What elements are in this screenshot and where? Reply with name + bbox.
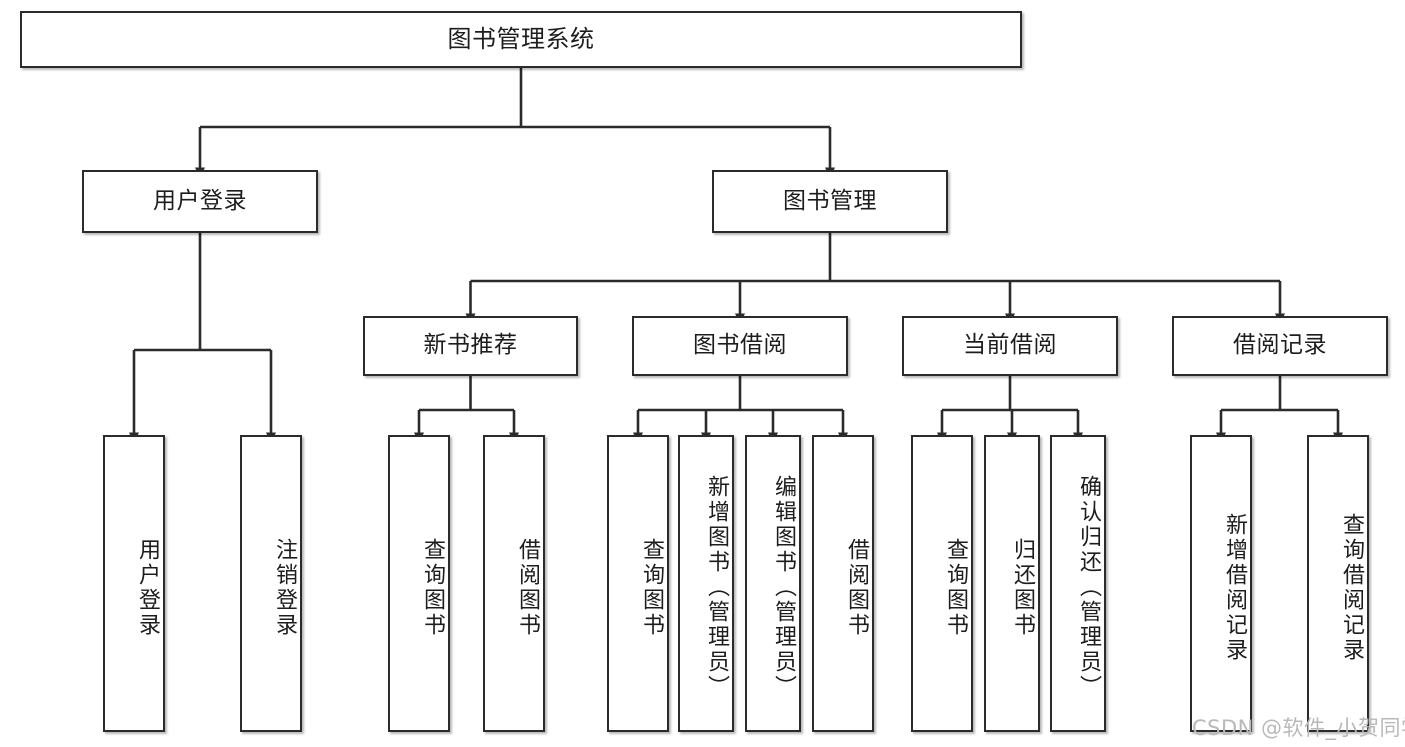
node-leaf-query-record[interactable]: 查询借阅记录 <box>1307 435 1369 732</box>
node-user-login[interactable]: 用户登录 <box>82 170 318 233</box>
node-label: 新书推荐 <box>423 332 518 359</box>
node-book-manage[interactable]: 图书管理 <box>712 170 948 233</box>
node-leaf-return-book[interactable]: 归还图书 <box>984 435 1040 732</box>
node-label: 查询借阅记录 <box>1339 512 1364 663</box>
node-label: 新增借阅记录 <box>1222 512 1247 663</box>
node-leaf-confirm-return[interactable]: 确认归还（管理员） <box>1050 435 1106 732</box>
node-label: 查询图书 <box>639 537 664 638</box>
node-new-book-recommend[interactable]: 新书推荐 <box>363 316 578 376</box>
node-label: 编辑图书（管理员） <box>771 475 796 700</box>
node-leaf-borrow-book-2[interactable]: 借阅图书 <box>812 435 874 732</box>
node-root[interactable]: 图书管理系统 <box>20 11 1022 68</box>
node-label: 归还图书 <box>1010 537 1035 638</box>
node-label: 新增图书（管理员） <box>704 475 729 700</box>
node-label: 用户登录 <box>153 187 247 214</box>
node-label: 借阅图书 <box>844 537 869 638</box>
node-leaf-query-book-2[interactable]: 查询图书 <box>607 435 669 732</box>
node-leaf-borrow-book-1[interactable]: 借阅图书 <box>483 435 545 732</box>
node-label: 当前借阅 <box>963 332 1057 359</box>
node-leaf-user-login[interactable]: 用户登录 <box>103 435 165 732</box>
node-label: 借阅图书 <box>515 537 540 638</box>
node-current-borrow[interactable]: 当前借阅 <box>902 316 1118 376</box>
node-borrow-record[interactable]: 借阅记录 <box>1172 316 1388 376</box>
node-label: 查询图书 <box>420 537 445 638</box>
node-label: 确认归还（管理员） <box>1076 475 1101 700</box>
node-label: 图书借阅 <box>693 332 787 359</box>
node-leaf-query-book-1[interactable]: 查询图书 <box>388 435 450 732</box>
node-leaf-add-book[interactable]: 新增图书（管理员） <box>678 435 734 732</box>
node-leaf-edit-book[interactable]: 编辑图书（管理员） <box>745 435 801 732</box>
node-label: 图书管理系统 <box>447 25 595 54</box>
node-label: 查询图书 <box>943 537 968 638</box>
node-leaf-logout[interactable]: 注销登录 <box>240 435 302 732</box>
node-label: 图书管理 <box>783 187 877 214</box>
node-leaf-add-record[interactable]: 新增借阅记录 <box>1190 435 1252 732</box>
node-book-borrow[interactable]: 图书借阅 <box>632 316 848 376</box>
node-leaf-query-book-3[interactable]: 查询图书 <box>911 435 973 732</box>
node-label: 借阅记录 <box>1233 332 1327 359</box>
node-label: 用户登录 <box>135 537 160 638</box>
csdn-watermark: CSDN @软件_小贺同学 <box>1192 716 1405 740</box>
node-label: 注销登录 <box>272 537 297 638</box>
